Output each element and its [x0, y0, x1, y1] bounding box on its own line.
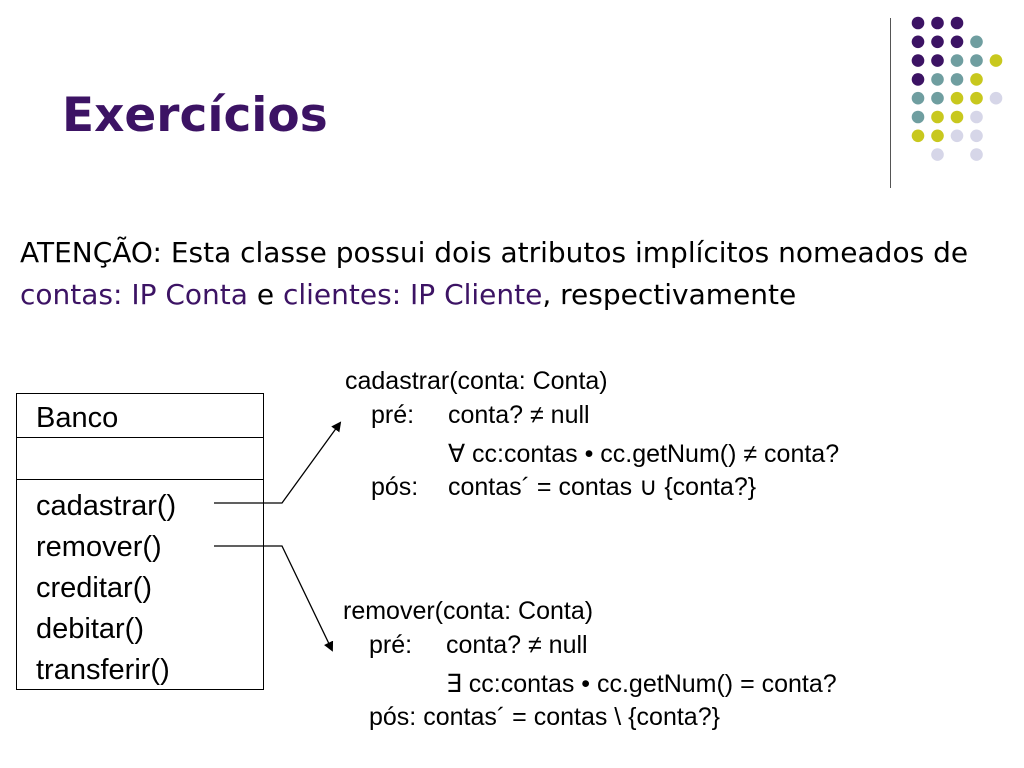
decorative-dot — [950, 129, 964, 143]
decorative-dot — [989, 91, 1003, 105]
decorative-dot — [970, 129, 983, 143]
paragraph-mid: e — [247, 278, 283, 311]
decorative-dot — [911, 35, 925, 49]
decorative-dot — [950, 54, 964, 67]
uml-operation: creditar() — [36, 572, 153, 604]
decorative-dot — [931, 54, 944, 67]
spec-header: cadastrar(conta: Conta) — [345, 367, 608, 395]
uml-class-banco: Banco cadastrar() remover() creditar() d… — [16, 393, 264, 690]
decorative-dot — [931, 110, 944, 124]
decorative-dot — [931, 73, 944, 86]
decorative-dot — [950, 35, 964, 49]
decorative-dot — [970, 110, 983, 124]
uml-class-name: Banco — [17, 394, 263, 438]
decorative-dot — [989, 54, 1003, 67]
decorative-dot — [970, 54, 983, 67]
decorative-dot — [950, 16, 964, 30]
postcondition: contas´ = contas ∪ {conta?} — [448, 473, 757, 501]
slide-title: Exercícios — [62, 88, 328, 143]
decorative-dot — [970, 35, 983, 49]
vertical-divider — [890, 18, 891, 188]
attention-paragraph: ATENÇÃO: Esta classe possui dois atribut… — [20, 232, 1010, 316]
decorative-dot — [931, 148, 944, 161]
decorative-dot — [911, 129, 925, 143]
decorative-dot — [911, 54, 925, 67]
decorative-dot — [970, 148, 983, 161]
decorative-dot — [970, 91, 983, 105]
pre-label: pré: — [371, 401, 415, 429]
decorative-dot — [950, 73, 964, 86]
precondition: ∃ cc:contas • cc.getNum() = conta? — [446, 670, 837, 698]
uml-operation: transferir() — [36, 654, 170, 686]
precondition: conta? ≠ null — [446, 631, 588, 659]
paragraph-tail: , respectivamente — [542, 278, 797, 311]
uml-operation: remover() — [36, 531, 162, 563]
pos-label: pós: — [369, 703, 417, 731]
decorative-dot — [950, 110, 964, 124]
decorative-dot — [970, 73, 983, 86]
clientes-attribute: clientes: IP Cliente — [282, 278, 543, 311]
decorative-dot — [911, 73, 925, 86]
decorative-dot — [931, 91, 944, 105]
uml-operations-compartment: cadastrar() remover() creditar() debitar… — [17, 480, 263, 691]
precondition: conta? ≠ null — [448, 401, 590, 429]
decorative-dot — [931, 129, 944, 143]
pre-label: pré: — [369, 631, 413, 659]
decorative-dot — [911, 91, 925, 105]
decorative-dot — [931, 35, 944, 49]
decorative-dot — [931, 16, 944, 30]
paragraph-lead: ATENÇÃO: Esta classe possui dois atribut… — [20, 236, 969, 269]
spec-cadastrar: cadastrar(conta: Conta) pré: conta? ≠ nul… — [345, 366, 839, 502]
spec-remover: remover(conta: Conta) pré:conta? ≠ null … — [343, 596, 837, 732]
decorative-dot — [950, 91, 964, 105]
uml-operation: cadastrar() — [36, 490, 177, 522]
decorative-dot-grid — [911, 16, 1003, 161]
arrow-cadastrar — [214, 421, 342, 504]
uml-attributes-compartment — [17, 438, 263, 480]
postcondition: contas´ = contas \ {conta?} — [423, 703, 720, 731]
decorative-dot — [911, 110, 925, 124]
arrow-remover — [214, 545, 334, 652]
decorative-dot — [911, 16, 925, 30]
pos-label: pós: — [371, 473, 419, 501]
contas-attribute: contas: IP Conta — [20, 278, 248, 311]
uml-operation: debitar() — [36, 613, 144, 645]
precondition: ∀ cc:contas • cc.getNum() ≠ conta? — [448, 440, 840, 468]
spec-header: remover(conta: Conta) — [343, 597, 594, 625]
